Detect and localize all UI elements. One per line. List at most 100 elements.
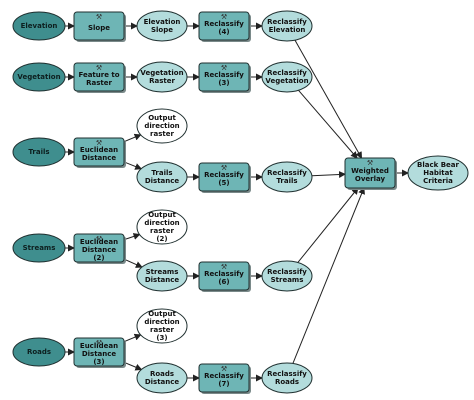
node-reclassify-5[interactable]: ⚒Reclassify(5) [198, 162, 251, 193]
connector-reclassify-elevation-to-weighted-overlay [294, 39, 363, 159]
connector-reclassify-trails-to-weighted-overlay [311, 170, 346, 178]
data-ellipse [136, 260, 188, 292]
data-ellipse [136, 362, 188, 394]
data-ellipse [136, 61, 188, 93]
data-ellipse [136, 161, 188, 193]
tool-box [198, 62, 250, 92]
connector-euclidean-distance-3-to-roads-distance [123, 361, 143, 371]
tool-box [198, 363, 250, 393]
data-ellipse [136, 10, 188, 42]
tool-box [73, 11, 125, 41]
node-trails[interactable]: Trails [12, 137, 66, 167]
node-reclassify-6[interactable]: ⚒Reclassify(6) [198, 261, 251, 292]
node-label: Trails [28, 148, 49, 156]
hammer-icon: ⚒ [96, 13, 102, 21]
node-reclassify-7[interactable]: ⚒Reclassify(7) [198, 363, 251, 394]
hammer-icon: ⚒ [96, 139, 102, 147]
data-ellipse [261, 10, 313, 42]
tool-box [73, 337, 125, 367]
data-ellipse [261, 362, 313, 394]
node-roads[interactable]: Roads [12, 337, 66, 367]
node-reclassify-4[interactable]: ⚒Reclassify(4) [198, 11, 251, 42]
node-label: Reclassify(6) [204, 270, 244, 286]
connector-reclassify-roads-to-weighted-overlay [292, 187, 365, 364]
tool-box [198, 11, 250, 41]
hammer-icon: ⚒ [96, 64, 102, 72]
input-ellipse [12, 337, 66, 367]
node-vegetation[interactable]: Vegetation [12, 62, 66, 92]
tool-box [73, 233, 125, 263]
input-ellipse [12, 137, 66, 167]
node-label: Streams [23, 244, 56, 252]
tool-box [198, 261, 250, 291]
node-label: Reclassify(7) [204, 372, 244, 388]
node-slope[interactable]: ⚒ Slope [73, 11, 126, 42]
node-reclassify-3[interactable]: ⚒Reclassify(3) [198, 62, 251, 93]
connector-euclidean-distance-2-to-output-direction-raster-2 [123, 233, 141, 241]
tool-box [73, 62, 125, 92]
node-label: Reclassify(3) [204, 71, 244, 87]
connector-euclidean-distance-3-to-output-direction-raster-3 [123, 333, 142, 343]
output-ellipse [136, 308, 188, 344]
data-ellipse [261, 61, 313, 93]
data-ellipse [261, 161, 313, 193]
output-ellipse [136, 209, 188, 245]
input-ellipse [12, 62, 66, 92]
node-elevation[interactable]: Elevation [12, 11, 66, 41]
node-label: Elevation [21, 22, 58, 30]
node-streams[interactable]: Streams [12, 233, 66, 263]
input-ellipse [12, 233, 66, 263]
connector-euclidean-distance-2-to-streams-distance [123, 258, 143, 268]
connector-euclidean-distance-to-output-direction-raster [123, 133, 142, 143]
node-label: Slope [88, 24, 110, 32]
connector-reclassify-streams-to-weighted-overlay [297, 187, 359, 263]
hammer-icon: ⚒ [221, 365, 227, 373]
output-ellipse [136, 108, 188, 144]
hammer-icon: ⚒ [96, 339, 102, 347]
connector-reclassify-vegetation-to-weighted-overlay [298, 89, 358, 159]
node-label: Vegetation [17, 73, 60, 81]
hammer-icon: ⚒ [367, 159, 373, 167]
tool-box [198, 162, 250, 192]
node-label: Roads [27, 348, 51, 356]
tool-box [73, 137, 125, 167]
node-label: Reclassify(4) [204, 20, 244, 36]
